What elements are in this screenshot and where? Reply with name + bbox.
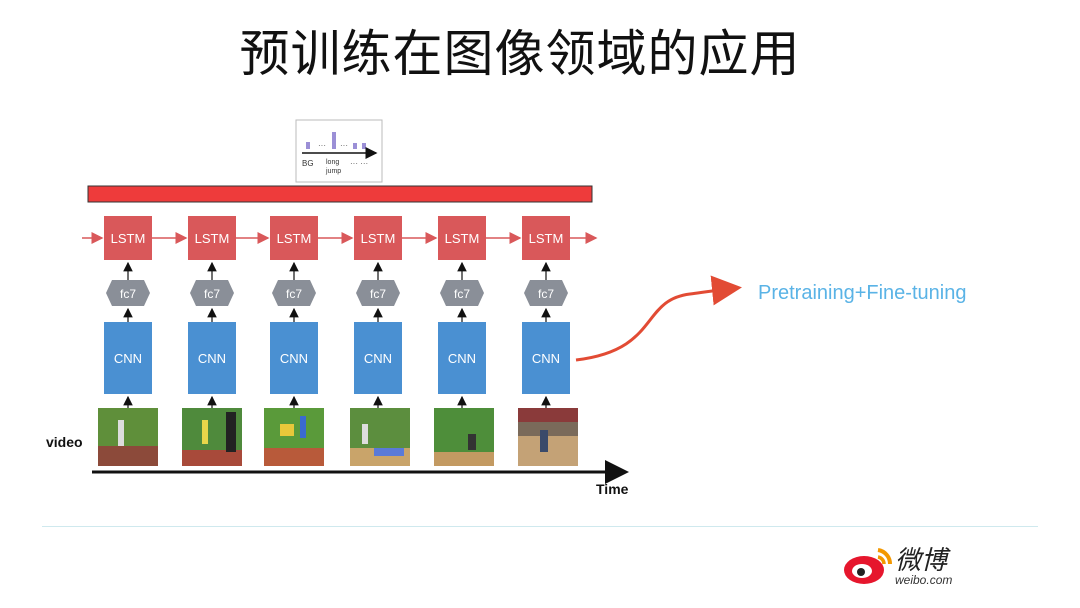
- video-frame-thumbnail: [434, 408, 494, 466]
- cnn-label: CNN: [532, 351, 560, 366]
- fc7-label: fc7: [454, 287, 470, 301]
- fc7-label: fc7: [204, 287, 220, 301]
- weibo-brand-text: 微博: [895, 540, 947, 577]
- output-bg-label: BG: [302, 159, 314, 168]
- column-5: LSTM fc7 CNN: [434, 216, 494, 466]
- lstm-label: LSTM: [361, 231, 396, 246]
- output-dots-1: ···: [318, 141, 326, 150]
- cnn-label: CNN: [198, 351, 226, 366]
- fc7-label: fc7: [538, 287, 554, 301]
- cnn-label: CNN: [448, 351, 476, 366]
- cnn-label: CNN: [364, 351, 392, 366]
- fc7-label: fc7: [286, 287, 302, 301]
- output-long-label: long: [326, 159, 339, 166]
- output-box: ··· ··· BG long jump ··· ···: [296, 120, 382, 182]
- cnn-label: CNN: [280, 351, 308, 366]
- output-jump-label: jump: [325, 168, 341, 175]
- column-6: LSTM fc7 CNN: [518, 216, 578, 466]
- weibo-brand-url: weibo.com: [895, 573, 952, 587]
- lstm-label: LSTM: [529, 231, 564, 246]
- red-aggregation-bar: [88, 186, 592, 202]
- column-1: LSTM fc7 CNN: [98, 216, 158, 466]
- video-frame-thumbnail: [98, 408, 158, 466]
- annotation-arrow: [576, 288, 736, 360]
- video-frame-thumbnail: [518, 408, 578, 466]
- column-4: LSTM fc7 CNN: [350, 216, 410, 466]
- lstm-label: LSTM: [195, 231, 230, 246]
- fc7-label: fc7: [120, 287, 136, 301]
- lstm-label: LSTM: [277, 231, 312, 246]
- pretraining-annotation: Pretraining+Fine-tuning: [758, 282, 966, 305]
- time-label: Time: [596, 481, 628, 497]
- fc7-label: fc7: [370, 287, 386, 301]
- footer-divider: [42, 526, 1038, 527]
- lstm-label: LSTM: [445, 231, 480, 246]
- output-dots-3: ··· ···: [350, 159, 368, 168]
- video-frame-thumbnail: [350, 408, 410, 466]
- video-frame-thumbnail: [182, 408, 242, 466]
- column-3: LSTM fc7 CNN: [264, 216, 324, 466]
- column-2: LSTM fc7 CNN: [182, 216, 242, 466]
- lstm-label: LSTM: [111, 231, 146, 246]
- output-dots-2: ···: [340, 141, 348, 150]
- video-label: video: [46, 434, 83, 450]
- video-frame-thumbnail: [264, 408, 324, 466]
- cnn-label: CNN: [114, 351, 142, 366]
